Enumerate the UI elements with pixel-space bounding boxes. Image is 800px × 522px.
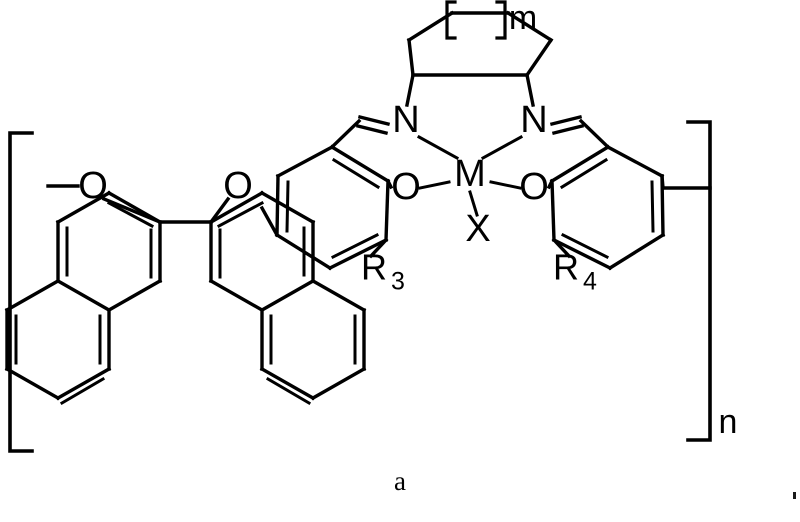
imine-right — [549, 114, 611, 150]
page-corner-artifact — [793, 492, 796, 499]
ring-size-bracket — [445, 0, 507, 40]
oxygen-phenolate-left-label: O — [391, 166, 421, 208]
polymer-bracket-right — [686, 120, 712, 442]
imine-left — [329, 114, 391, 150]
substituent-right-label: R — [553, 247, 579, 288]
nitrogen-left-label: N — [392, 99, 419, 141]
substituent-left-index: 3 — [391, 268, 405, 296]
polymer-repeat-label: n — [719, 403, 738, 441]
ether-bond-left-ring — [259, 205, 280, 238]
phenolate-bond-left — [385, 178, 394, 190]
naphthalene-left — [4, 190, 163, 406]
nitrogen-right-label: N — [520, 99, 547, 141]
polymer-link-right — [660, 174, 712, 190]
axial-ligand-bond — [468, 190, 479, 217]
oxygen-phenolate-right-label: O — [519, 166, 549, 208]
axial-ligand-label: X — [465, 208, 490, 250]
cyclopentane-ring — [406, 10, 554, 78]
nitrogen-metal-coordination — [416, 134, 524, 161]
ether-bond-right-naphthyl — [208, 196, 231, 225]
ring-repeat-label: m — [509, 0, 537, 37]
ether-bond-left-naphthyl — [101, 196, 163, 225]
substituent-bond-left — [368, 237, 389, 259]
oxygen-ether-left-label: O — [78, 165, 108, 207]
metal-oxygen-coordination — [418, 180, 522, 190]
phenolate-bond-right — [546, 178, 555, 190]
substituent-left-label: R — [361, 247, 387, 288]
metal-center-label: M — [454, 153, 486, 195]
naphthalene-right — [208, 190, 367, 406]
polymer-bracket-left — [8, 131, 34, 453]
figure-caption: a — [394, 466, 406, 496]
substituent-right-index: 4 — [583, 268, 597, 296]
diamine-to-nitrogen-bonds — [404, 72, 536, 108]
substituent-bond-right — [551, 237, 572, 259]
